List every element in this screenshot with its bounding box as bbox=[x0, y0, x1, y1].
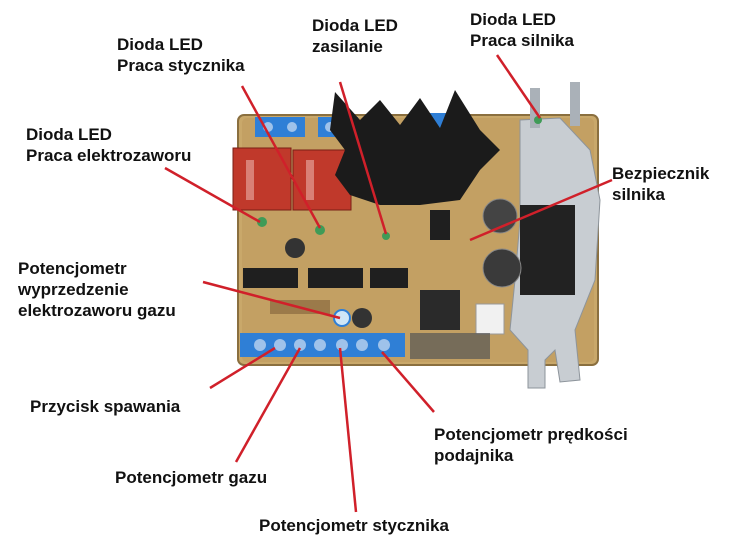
top-terminal-left bbox=[255, 117, 305, 137]
led-contactor bbox=[315, 225, 325, 235]
dark-heatsink bbox=[330, 90, 500, 205]
label-led-valve: Dioda LED Praca elektrozaworu bbox=[26, 125, 192, 165]
trimmer-pot bbox=[333, 309, 351, 327]
white-connector bbox=[475, 303, 505, 335]
label-weld-button: Przycisk spawania bbox=[30, 397, 181, 416]
label-pot-speed: Potencjometr prędkości podajnika bbox=[434, 425, 628, 465]
motor-block bbox=[520, 205, 575, 295]
led-power bbox=[382, 232, 390, 240]
label-led-motor: Dioda LED Praca silnika bbox=[470, 10, 574, 50]
led-valve bbox=[257, 217, 267, 227]
callout-fuse bbox=[469, 178, 613, 242]
callout-led-valve bbox=[164, 166, 261, 224]
ic-chip-2 bbox=[308, 268, 363, 288]
bottom-connector bbox=[410, 333, 490, 359]
ic-chip-3 bbox=[370, 268, 408, 288]
callout-led-motor bbox=[495, 54, 542, 119]
label-fuse: Bezpiecznik silnika bbox=[612, 164, 710, 204]
callout-weld-button bbox=[209, 346, 276, 390]
callout-lines bbox=[164, 54, 613, 513]
label-led-contactor: Dioda LED Praca stycznika bbox=[117, 35, 245, 75]
callout-pot-advance bbox=[202, 280, 341, 320]
callout-pot-speed bbox=[381, 351, 435, 413]
heatsink-pin-2 bbox=[570, 82, 580, 126]
label-pot-contactor: Potencjometr stycznika bbox=[259, 516, 449, 535]
heatsink-pin-1 bbox=[530, 88, 540, 128]
label-led-power: Dioda LED zasilanie bbox=[312, 16, 398, 56]
ic-chip-1 bbox=[243, 268, 298, 288]
callout-led-contactor bbox=[240, 85, 322, 229]
capacitor-2 bbox=[482, 248, 522, 288]
label-pot-gas: Potencjometr gazu bbox=[115, 468, 268, 487]
capacitor-4 bbox=[352, 308, 372, 328]
callout-pot-contactor bbox=[338, 347, 358, 513]
capacitor-3 bbox=[285, 238, 305, 258]
callout-led-power bbox=[338, 81, 388, 235]
ic-chip-4 bbox=[430, 210, 450, 240]
label-pot-advance: Potencjometr wyprzedzenie elektrozaworu … bbox=[18, 259, 176, 320]
callout-pot-gas bbox=[234, 347, 302, 463]
